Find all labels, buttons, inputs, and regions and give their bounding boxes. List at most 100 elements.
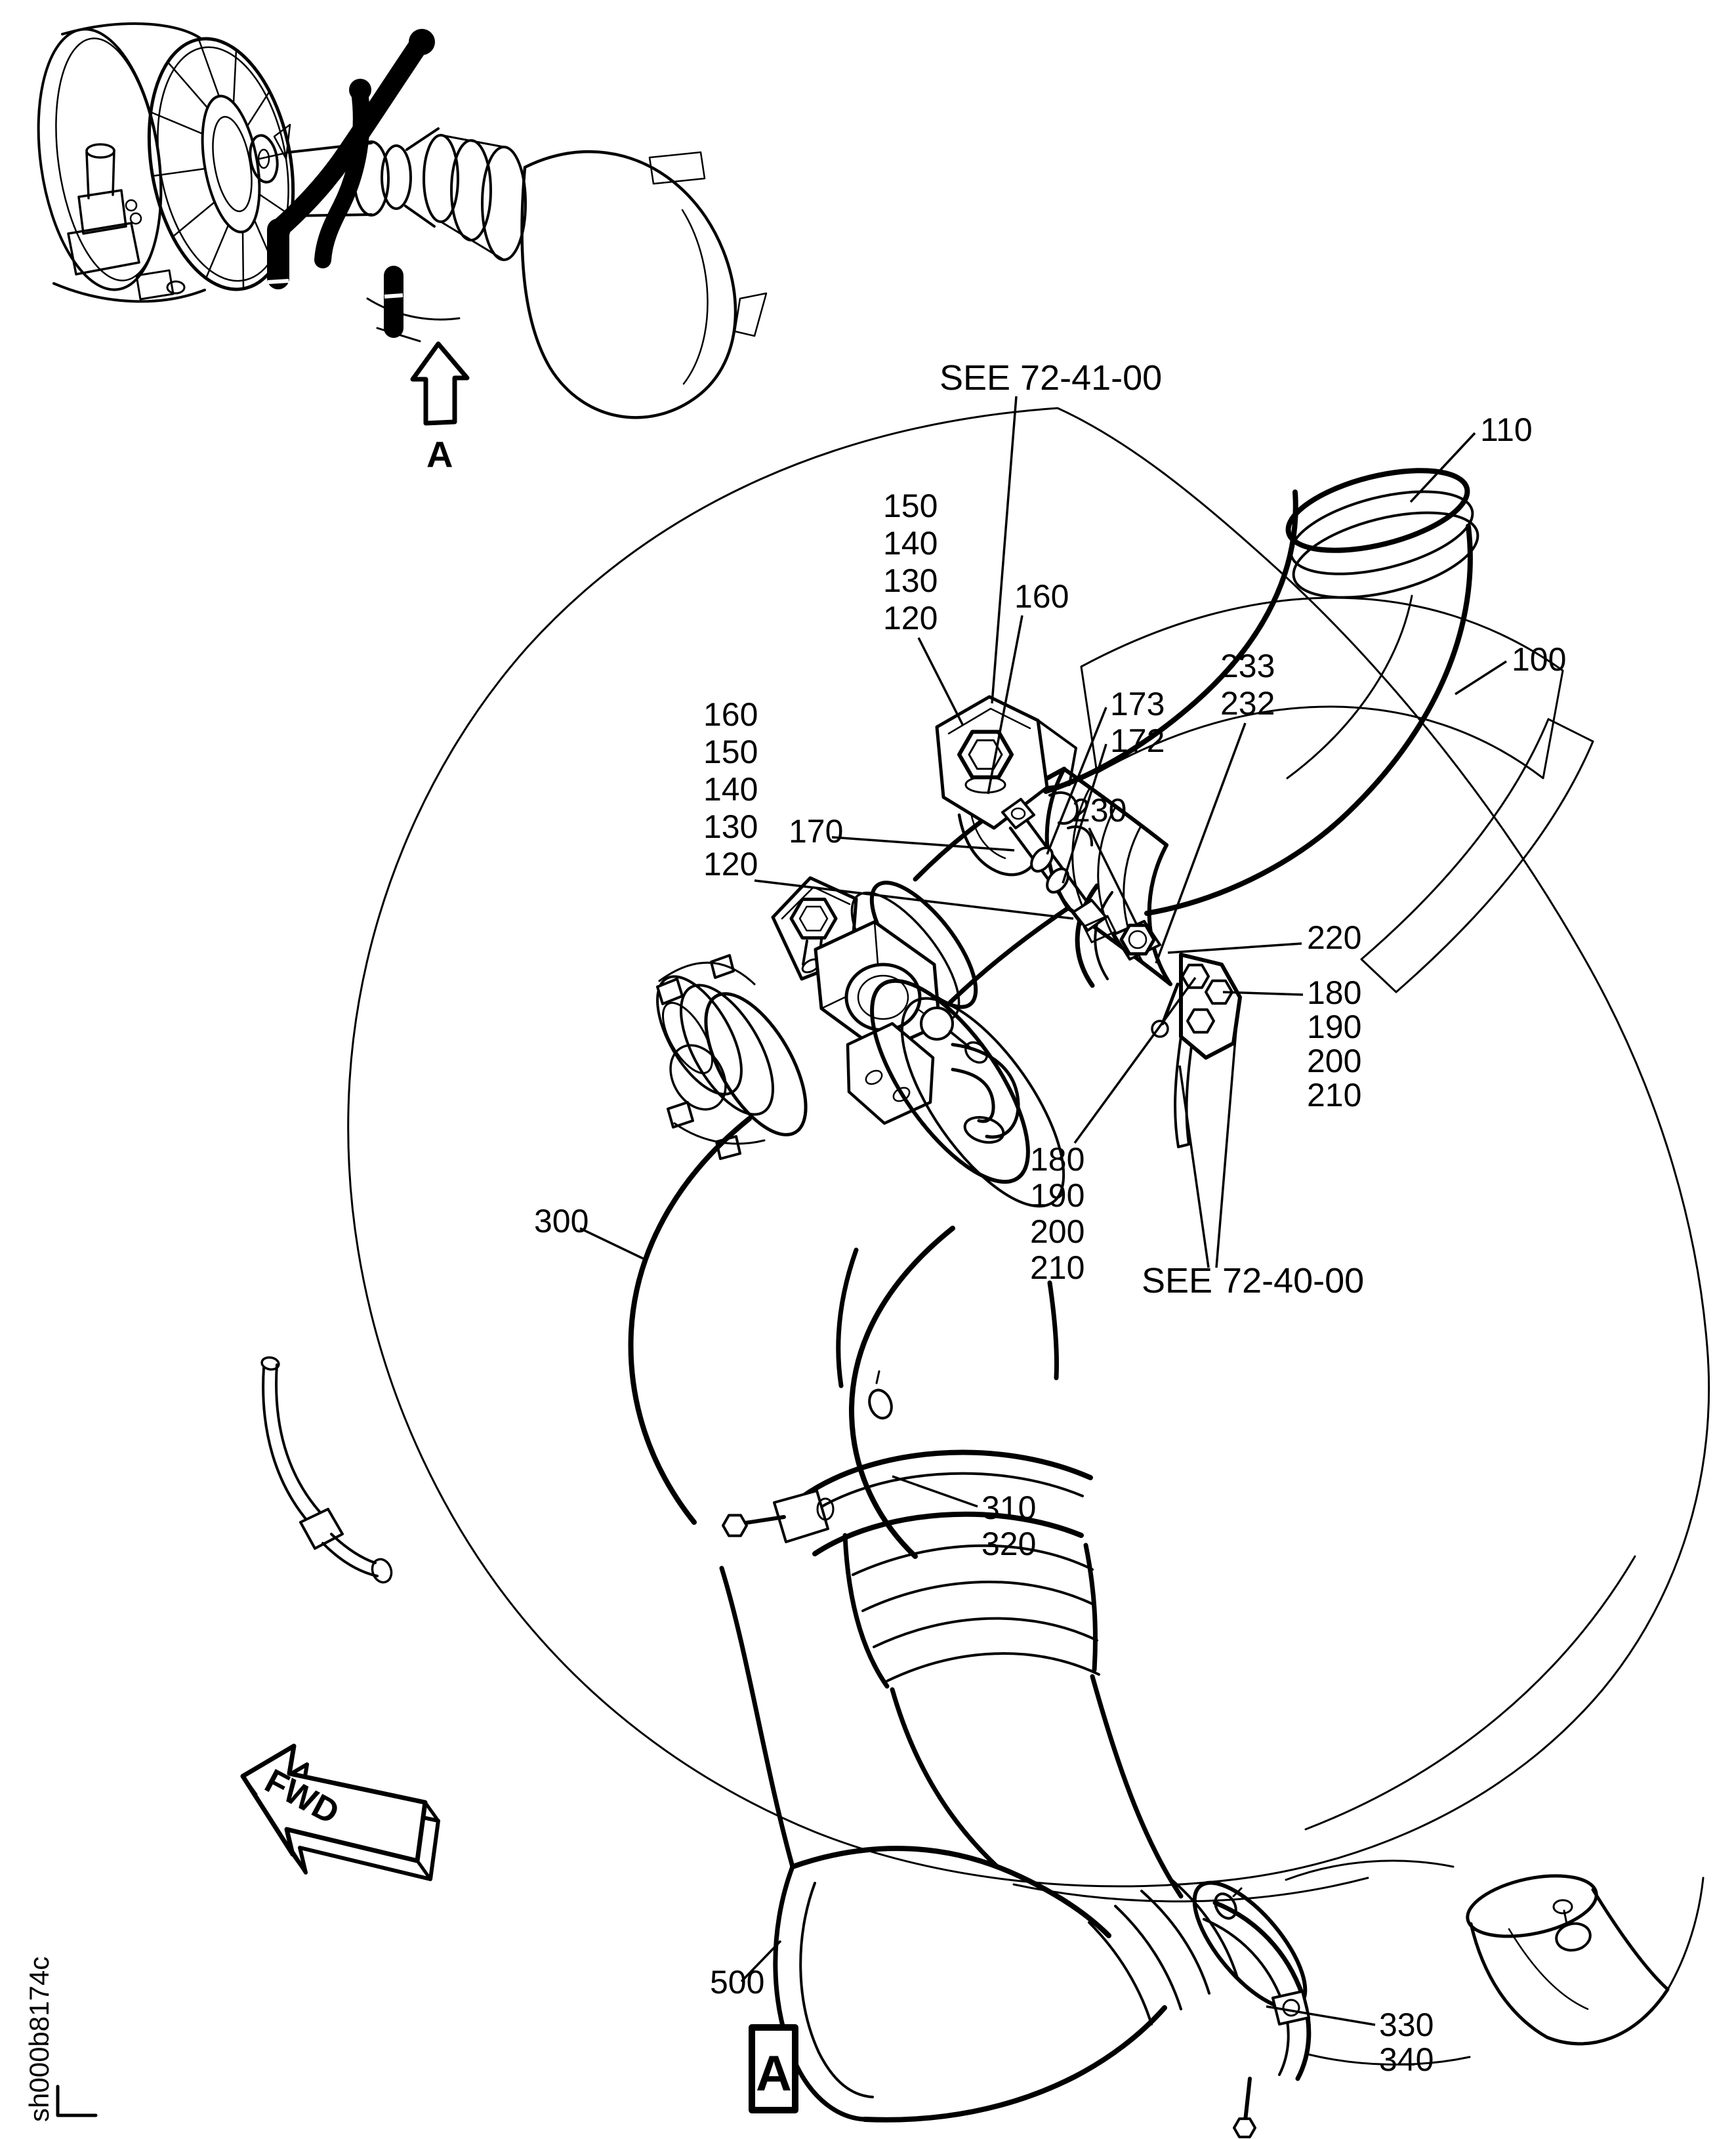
- actuator-port-inner: [857, 974, 909, 1020]
- disc-stack-3: [656, 975, 743, 1096]
- clamp-230-tbolt-center: [1128, 930, 1147, 949]
- disc-stack-hub: [661, 1001, 714, 1075]
- leader-100: [1455, 660, 1507, 696]
- valve-assembly: [656, 876, 1065, 1208]
- black-hose-gap-lines: [267, 279, 403, 299]
- clamp-block-bolt-head: [957, 730, 1014, 779]
- leader-170: [831, 836, 1015, 852]
- pipe-300-lower-left: [719, 1566, 795, 1869]
- callout-120: 120: [883, 600, 938, 636]
- engine-spinner-tip: [257, 148, 270, 169]
- engine-lower-bracket: [366, 297, 461, 343]
- black-hose-end-cap: [409, 29, 435, 55]
- callout-173: 173: [1110, 686, 1165, 722]
- leader-stack-left: [754, 879, 1074, 920]
- engine-outline: [347, 407, 1710, 1903]
- duct-below-bellows-left: [890, 1687, 1000, 1869]
- engine-mid-cyl-3: [481, 146, 527, 261]
- engine-inner-arc-2: [1012, 1877, 1369, 1903]
- engine-bullet-notch: [648, 151, 706, 185]
- detail-a-box-frame: [749, 2024, 798, 2113]
- bracket-bolt-2: [1205, 979, 1233, 1005]
- clamp-310-band-top: [799, 1449, 1093, 1500]
- engine-spinner: [249, 134, 279, 184]
- sleeve-rib-5: [1147, 843, 1172, 986]
- leader-110: [1409, 432, 1476, 503]
- black-hose-branch-cap: [349, 79, 371, 101]
- stub-nub: [1555, 1922, 1592, 1952]
- engine-mid-cyl-edges: [440, 134, 505, 261]
- callout-left-160: 160: [703, 696, 758, 733]
- clamp-230-bracket-220: [1075, 883, 1242, 1148]
- clamp-230-band-outer: [1075, 883, 1100, 988]
- leader-233-232: [1155, 722, 1247, 964]
- leader-173: [1046, 707, 1107, 855]
- leader-stack-mid: [1073, 976, 1197, 1144]
- disc-stack-2: [680, 984, 774, 1116]
- duct-above-clamp-left: [836, 1247, 859, 1388]
- stub-nub-cap: [1552, 1899, 1573, 1915]
- callout-233: 233: [1220, 648, 1275, 684]
- callout-310: 310: [982, 1489, 1036, 1526]
- callout-170: 170: [789, 813, 843, 850]
- detail-a-marker: A: [426, 434, 453, 475]
- link-rod-pin-top: [1010, 807, 1026, 820]
- leader-330-340: [1266, 2005, 1376, 2026]
- bellows-mid-left-edge: [842, 1533, 890, 1689]
- detail-a-arrow-icon: [410, 341, 470, 426]
- callout-mid-210: 210: [1030, 1249, 1085, 1286]
- clamp-230-tbolt-head: [1119, 923, 1156, 956]
- engine-port-1: [125, 199, 138, 212]
- callout-right-200: 200: [1307, 1043, 1361, 1079]
- black-hose-main: [268, 33, 430, 239]
- clamp-block-strap: [957, 813, 1037, 877]
- callout-110: 110: [1480, 411, 1533, 448]
- engine-cylinder-2: [381, 144, 412, 210]
- clamp-330-trunnion: [1214, 1892, 1237, 1920]
- callout-232: 232: [1220, 685, 1275, 722]
- leader-230: [1088, 827, 1138, 924]
- clamp-330-tbolt-head: [1233, 2117, 1256, 2138]
- pipe-100-outer-edge: [1144, 524, 1473, 916]
- link-rod-tab: [1083, 915, 1117, 944]
- callout-340: 340: [1379, 2041, 1434, 2078]
- duct-below-bellows-right: [1090, 1674, 1184, 1899]
- clamp-330-lug: [1271, 1990, 1310, 2025]
- engine-casing-bottom: [52, 282, 206, 303]
- clamp-block-hooks: [1048, 791, 1094, 846]
- callout-mid-190: 190: [1030, 1177, 1085, 1214]
- callout-right-190: 190: [1307, 1008, 1361, 1045]
- engine-port-2: [129, 212, 142, 225]
- link-rod-body: [1008, 816, 1098, 926]
- detail-a-box: A: [749, 2024, 798, 2113]
- clamp-230-tbolt-shaft: [1161, 982, 1180, 1026]
- callout-left-150: 150: [703, 734, 758, 770]
- engine-bullet-inner-arc: [681, 209, 709, 385]
- bracket-220-arm: [1174, 1035, 1193, 1148]
- fan-vane-band-right: [1360, 718, 1594, 993]
- engine-drum-back: [37, 28, 163, 291]
- black-hose-branch: [314, 83, 370, 268]
- valve-elbow-end: [963, 1115, 1005, 1144]
- callout-see-72-40: SEE 72-40-00: [1142, 1261, 1364, 1300]
- callout-172: 172: [1110, 722, 1165, 759]
- engine-valve-box-1: [77, 189, 127, 235]
- engine-actuator-body: [85, 149, 115, 199]
- clamp-310-band-mid: [806, 1472, 1084, 1517]
- clamp-310-assembly: [722, 1247, 1184, 1899]
- leader-172: [1062, 743, 1107, 884]
- sleeve-rib-3: [1097, 806, 1121, 947]
- disc-stack-blob: [669, 1044, 727, 1111]
- callout-mid-180: 180: [1030, 1141, 1085, 1178]
- elbow-500-assembly: [773, 1846, 1471, 2138]
- disc-stack-1: [704, 992, 808, 1136]
- drain-tube-body: [262, 1363, 321, 1525]
- duct-100-assembly: [1043, 468, 1479, 916]
- leader-stack-upper: [917, 637, 964, 726]
- clamp-310-tbolt-shaft: [739, 1515, 786, 1526]
- fwd-arrow-front-face: [240, 1743, 428, 1863]
- leader-300: [579, 1227, 644, 1260]
- document-code-corner-mark: [56, 2085, 98, 2117]
- engine-inner-arc-1: [1304, 1555, 1636, 1831]
